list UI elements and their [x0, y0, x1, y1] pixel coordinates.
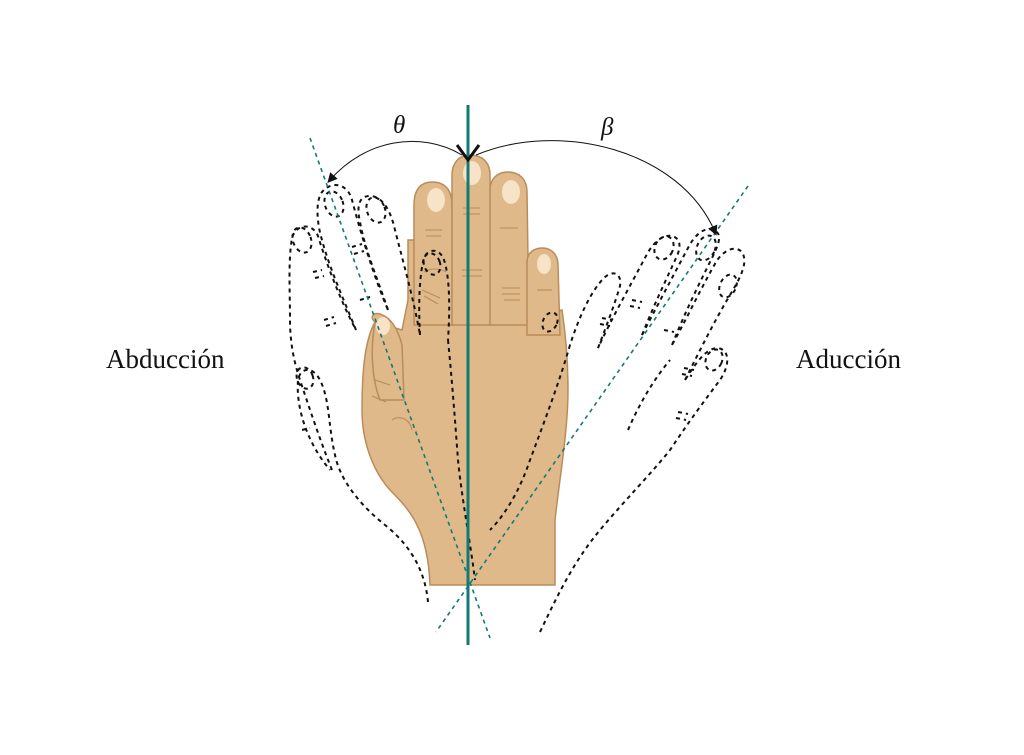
center-hand [361, 154, 569, 586]
nail-little [537, 254, 551, 274]
little-finger [526, 247, 561, 336]
nail-index [427, 188, 445, 212]
nail-ring [502, 180, 520, 204]
theta-arc [327, 140, 463, 184]
knuckle-creases [371, 207, 552, 431]
beta-angle-label: β [601, 114, 614, 141]
abduction-axis [309, 137, 491, 639]
adducted-hand-outline [489, 228, 746, 633]
nail-thumb [376, 317, 390, 335]
theta-angle-label: θ [393, 112, 406, 139]
palm-shape [361, 239, 569, 586]
abduction-label: Abducción [106, 344, 225, 374]
angle-arcs [327, 140, 718, 236]
axis-lines [309, 105, 749, 645]
ring-finger [489, 171, 530, 326]
nail-middle [463, 161, 481, 185]
adduction-label: Aducción [796, 344, 901, 374]
beta-arc [475, 140, 718, 236]
adduction-axis [435, 185, 749, 633]
top-arrow [455, 144, 481, 163]
